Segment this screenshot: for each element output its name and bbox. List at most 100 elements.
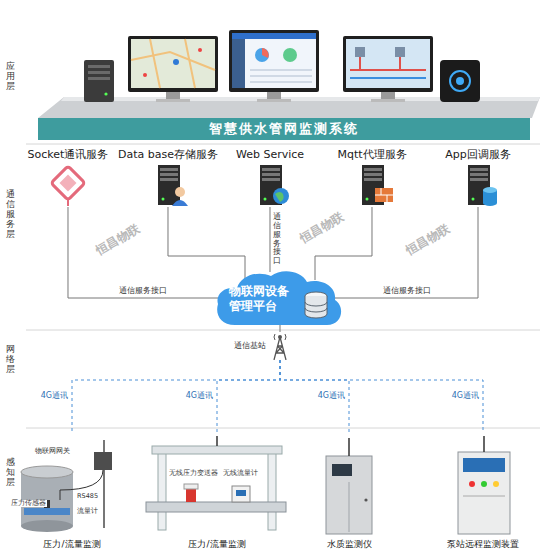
edge-label: 4G通讯: [186, 392, 213, 401]
water-quality-cabinet: [364, 498, 367, 501]
server-icon: [455, 163, 501, 207]
layer-separator: [26, 330, 540, 331]
monitor-dashboard: [250, 70, 312, 82]
monitor-dashboard: [229, 30, 319, 92]
part-label: 无线流量计: [222, 470, 259, 477]
device-node: 泵站远程监测装置: [436, 432, 530, 550]
node-label: 水质监测仪: [312, 539, 386, 550]
monitor-dashboard: [262, 48, 269, 58]
connector: [269, 207, 270, 272]
pipe-frame: [236, 490, 246, 496]
monitor-dashboard: [267, 92, 281, 99]
monitor-pipeline: [350, 57, 426, 70]
service-node: Mqtt代理服务: [334, 148, 409, 207]
monitor-pipeline: [343, 36, 433, 102]
pipe-frame: [186, 488, 196, 502]
pipe-frame: [146, 502, 286, 512]
pump-station-cabinet: [469, 481, 475, 487]
server-tower: [84, 60, 114, 102]
monitor-map: [166, 92, 180, 99]
node-label: 物联网设备管理平台: [229, 284, 293, 314]
service-icon: [455, 163, 501, 207]
part-label: 无线压力变送器: [168, 470, 219, 477]
pump-station-cabinet: [458, 436, 510, 534]
cloud-shape: [305, 296, 327, 318]
tower-icon: [278, 335, 282, 339]
cloud-text: 物联网设备管理平台: [229, 284, 293, 314]
server-icon: [67, 200, 69, 206]
server-tower: [104, 92, 107, 95]
monitor-dashboard: [232, 39, 245, 88]
pump-station-cabinet: [463, 496, 505, 497]
monitor-map: [131, 39, 215, 88]
cloud-shape: [305, 302, 327, 312]
server-icon: [160, 168, 178, 171]
device-caption: 压力/流量监测: [142, 539, 292, 550]
layer-label: 感知层: [6, 458, 15, 488]
water-quality-cabinet: [349, 482, 350, 532]
tablet: [440, 60, 480, 102]
pipe-frame: [152, 446, 282, 454]
server-icon: [275, 192, 284, 202]
server-icon: [483, 187, 497, 193]
connector: [280, 360, 349, 432]
part-label: 压力传感器: [10, 500, 47, 507]
server-icon: [365, 198, 368, 201]
monitor-map: [131, 39, 215, 88]
server-icon: [172, 200, 188, 206]
edge-label: 通信服务接口: [119, 287, 167, 296]
connector: [280, 360, 483, 432]
layer-label: 网络层: [6, 345, 15, 375]
server-icon: [375, 188, 393, 202]
device-caption: 压力/流量监测: [16, 539, 128, 550]
server-icon: [472, 198, 475, 201]
node-label: Socket通讯服务: [28, 148, 109, 161]
pipe-frame: [146, 436, 286, 530]
layer-separator: [26, 144, 540, 428]
pipe-frame: [216, 436, 218, 446]
tower-icon: [274, 334, 286, 340]
edge-label: 4G通讯: [452, 392, 479, 401]
node-label: 智慧供水管网监测系统: [209, 120, 359, 138]
server-icon: [45, 163, 91, 207]
monitor-pipeline: [381, 92, 395, 99]
water-quality-cabinet: [326, 438, 372, 534]
well-monitor: [60, 470, 103, 500]
tower-icon: [270, 332, 290, 360]
server-icon: [247, 163, 293, 207]
service-icon: [145, 163, 191, 207]
monitor-dashboard: [229, 30, 319, 102]
monitor-pipeline: [350, 77, 426, 79]
server-tower: [88, 65, 110, 68]
tablet: [440, 60, 480, 102]
connector: [168, 207, 245, 280]
server-icon: [375, 188, 393, 202]
node-label: 泵站远程监测装置: [436, 539, 530, 550]
layer-separator: [26, 428, 540, 429]
node-label: 压力/流量监测: [16, 539, 128, 550]
monitor-pipeline: [343, 36, 433, 92]
node-label: App回调服务: [445, 148, 511, 161]
cloud-platform: 物联网设备管理平台: [215, 268, 345, 328]
pipe-frame: [232, 486, 250, 502]
server-icon: [273, 188, 289, 204]
watermark: 恒昌物联: [298, 210, 346, 246]
monitor-map: [173, 59, 179, 65]
monitor-map: [128, 36, 218, 102]
server-icon: [470, 173, 488, 176]
monitor-dashboard: [232, 33, 316, 88]
part-label: 流量计: [76, 508, 99, 515]
well-monitor: [21, 472, 73, 526]
base-station: 通信基站: [270, 332, 290, 360]
server-icon: [470, 168, 488, 171]
monitor-dashboard: [255, 48, 269, 62]
service-icon: [247, 163, 293, 207]
server-icon: [59, 175, 76, 192]
edge-label: 4G通讯: [318, 392, 345, 401]
pump-station-cabinet: [483, 436, 485, 452]
server-icon: [161, 198, 164, 201]
service-node: Socket通讯服务: [25, 148, 112, 207]
server-icon: [160, 178, 178, 181]
pipe-frame: [184, 484, 198, 489]
